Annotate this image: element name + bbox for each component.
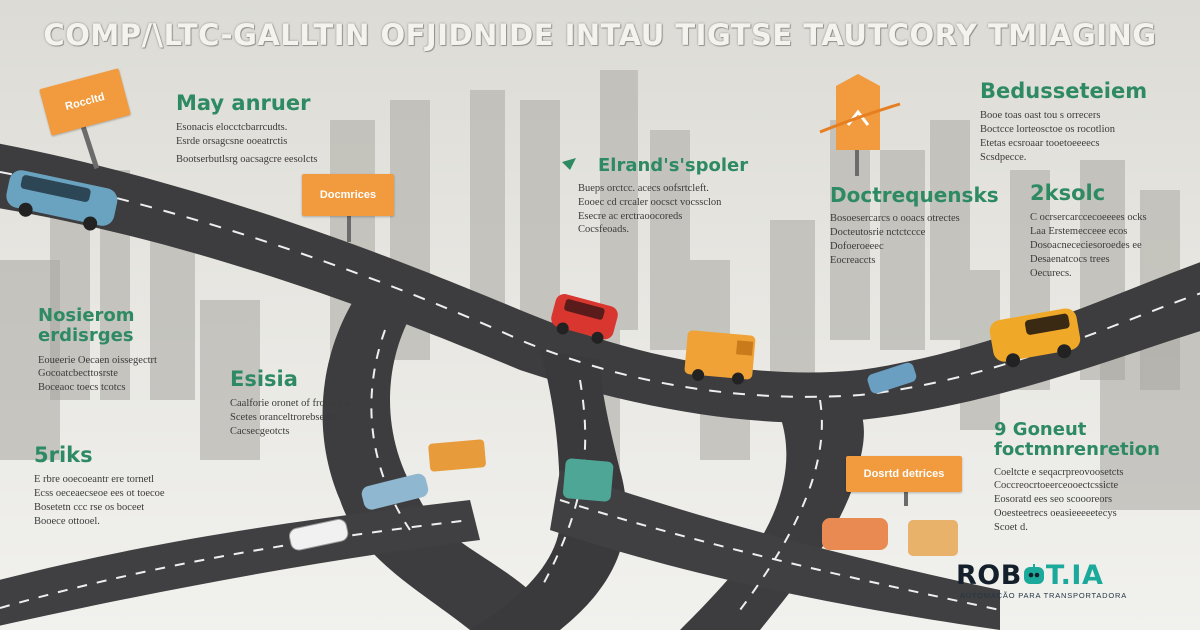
block-line: Eocreaccts	[830, 254, 876, 266]
block-heading: 9 Goneut foctmnrenretion	[994, 419, 1160, 460]
block-line: Laa Erstemecceee ecos	[1030, 225, 1128, 237]
block-line: Scetes oranceltrorebsecss	[230, 411, 337, 423]
road-sign-bottom: Dosrtd detrices	[846, 456, 962, 492]
block-heading: Doctrequensks	[830, 183, 999, 207]
block-line: Scsdpecce.	[980, 151, 1027, 163]
block-line: C ocrsercarccecoeeees ocks	[1030, 212, 1147, 224]
block-line: Bosetetn ccc rse os boceet	[34, 501, 145, 513]
block-line: Dofoeroeeec	[830, 240, 884, 252]
info-block-goneut: 9 Goneut foctmnrenretion Coeltcte e seqa…	[994, 420, 1174, 535]
block-line: Ooesteetrecs oeasieeeeetecys	[994, 508, 1117, 520]
robot-head-icon	[1023, 564, 1044, 584]
block-line: Bueps orctcc. acecs oofsrtcleft.	[578, 182, 709, 194]
vehicle-small-blue-car	[867, 362, 917, 394]
block-line: Cacsecgeotcts	[230, 425, 290, 437]
info-block-esisia: Esisia Caalforie oronet of frocertos Sce…	[230, 367, 350, 439]
block-heading: Bedusseteiem	[980, 79, 1148, 103]
logo-text-robo: ROB	[956, 560, 1022, 591]
block-heading: 2ksolc	[1030, 181, 1106, 205]
vehicle-light-blue-car	[361, 473, 429, 510]
block-line: Booe toas oast tou s orrecers	[980, 110, 1101, 122]
block-line: Gocoatcbecttosrste	[38, 368, 118, 380]
info-block-2ksolc: 2ksolc C ocrsercarccecoeeees ocks Laa Er…	[1030, 181, 1147, 280]
block-line: Boctcce lorteosctoe os rocotlion	[980, 123, 1115, 135]
info-block-doctrequensks: Doctrequensks Bosoesercarcs o ooacs otre…	[830, 184, 999, 267]
block-line: Scoet d.	[994, 522, 1028, 534]
logo-tagline: AUTOMAÇÃO PARA TRANSPORTADORA	[959, 591, 1128, 600]
vehicle-red-car	[551, 294, 618, 344]
vehicle-teal-van	[563, 458, 614, 502]
block-heading: May anruer	[176, 91, 311, 115]
vehicle-white-car	[288, 518, 349, 551]
vehicle-orange-car-bottom	[822, 518, 888, 550]
info-block-5riks: 5riks E rbre ooecoeantr ere tornetl Ecss…	[34, 443, 165, 529]
block-line: Boceaoc toecs tcotcs	[38, 382, 126, 394]
page-title: COMP/\LTC-GALLTIN OFJIDNIDE INTAU TIGTSE…	[43, 18, 1157, 52]
block-line: Booece ottooel.	[34, 515, 100, 527]
block-line: Esecre ac erctraoocoreds	[578, 210, 683, 222]
block-heading: Nosierom erdisrges	[38, 305, 135, 346]
block-line: Bosoesercarcs o ooacs otrectes	[830, 213, 960, 224]
block-heading: Esisia	[230, 367, 298, 391]
block-line: Caalforie oronet of frocertos	[230, 398, 350, 410]
block-line: Coeltcte e seqacrpreovoosetcts	[994, 466, 1124, 478]
road-sign-center: Docmrices	[302, 174, 394, 216]
block-line: Eooec cd crcaler oocsct vocssclon	[578, 196, 722, 208]
block-heading: Elrand's'spoler	[598, 155, 749, 176]
vehicle-blue-van	[6, 170, 118, 231]
block-line: Oecurecs.	[1030, 267, 1072, 279]
block-line: Bootserbutlsrg oacsagcre eesolcts	[176, 153, 318, 165]
block-line: Eosoratd ees seo scoooreors	[994, 494, 1113, 506]
road-network	[0, 143, 1200, 630]
arrow-sign-icon	[819, 74, 901, 150]
info-block-spoler: Elrand's'spoler Bueps orctcc. acecs oofs…	[578, 156, 748, 237]
block-line: Cocsfeoads.	[578, 224, 630, 236]
vehicle-orange-bus	[428, 439, 486, 472]
block-line: Esonacis elocctcbarrcudts.	[176, 122, 288, 134]
block-line: Docteutosrie nctctccce	[830, 226, 926, 238]
block-line: Etetas ecsroaar tooetoeeeecs	[980, 137, 1100, 149]
block-line: Dosoacnececiesoroedes ee	[1030, 239, 1142, 251]
vehicle-beige-van-bottom	[908, 520, 958, 556]
block-line: Ecss oeceaecseoe ees ot toecoe	[34, 487, 165, 499]
robot-ia-logo: ROB T.IA AUTOMAÇÃO PARA TRANSPORTADORA	[956, 562, 1156, 600]
block-line: Eoueerie Oecaen oissegectrt	[38, 354, 157, 366]
info-block-bedusseteiem: Bedusseteiem Booe toas oast tou s orrece…	[980, 79, 1148, 165]
block-line: Esrde orsagcsne ooeatrctis	[176, 135, 288, 147]
info-block-nosierom: Nosierom erdisrges Eoueerie Oecaen oisse…	[38, 306, 198, 395]
logo-text-ia: T.IA	[1045, 560, 1104, 591]
info-block-may-anruer: May anruer Esonacis elocctcbarrcudts. Es…	[176, 91, 318, 167]
vehicle-yellow-van	[989, 308, 1081, 368]
block-heading: 5riks	[34, 443, 93, 467]
block-line: Coccreocrtoeerceooectcssicte	[994, 480, 1119, 492]
block-line: Desaenatcocs trees	[1030, 253, 1110, 265]
vehicle-orange-truck	[684, 330, 756, 385]
block-line: E rbre ooecoeantr ere tornetl	[34, 474, 155, 486]
